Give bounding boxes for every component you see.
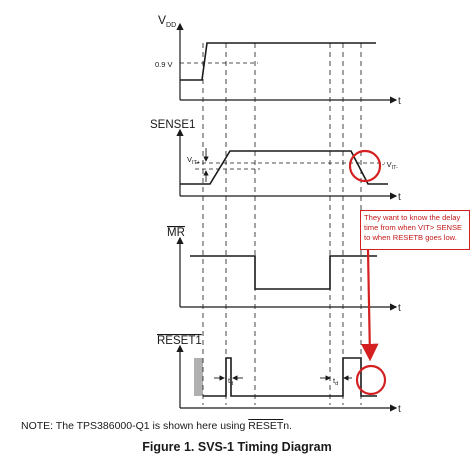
annotation-callout: They want to know the delay time from wh… — [360, 210, 470, 250]
vdd-threshold-label: 0.9 V — [155, 60, 173, 69]
reset1-undefined-region — [194, 358, 203, 396]
event-guides — [202, 43, 362, 405]
annotation — [348, 149, 387, 396]
note-overlined-signal: RESET — [248, 420, 284, 432]
annotation-arrow — [360, 249, 379, 362]
sense1-panel: SENSE1 t VIT+ - VIT- — [150, 119, 401, 203]
sense1-time-label: t — [398, 192, 401, 203]
sense1-waveform — [180, 150, 388, 185]
vdd-waveform — [180, 42, 376, 81]
mr-label: MR — [167, 227, 185, 239]
note-prefix: NOTE: The TPS386000-Q1 is shown here usi… — [21, 420, 249, 432]
note-suffix: n. — [283, 420, 293, 432]
reset-fall-circle — [355, 364, 387, 396]
vdd-label: VDD — [158, 13, 176, 29]
sense-threshold-circle — [348, 149, 382, 183]
td-label-2: td — [333, 376, 338, 387]
reset1-label: RESET1 — [157, 335, 202, 347]
mr-waveform — [190, 255, 377, 290]
sense1-label: SENSE1 — [150, 119, 195, 131]
vdd-panel: VDD 0.9 V t — [155, 13, 401, 107]
figure-caption: Figure 1. SVS-1 Timing Diagram — [142, 440, 332, 454]
td-label-1: td — [228, 376, 233, 387]
reset1-time-label: t — [398, 404, 401, 415]
note-text: NOTE: The TPS386000-Q1 is shown here usi… — [21, 420, 292, 432]
vit-plus-label: VIT+ — [187, 155, 200, 166]
vdd-time-label: t — [398, 96, 401, 107]
vit-minus-label: - VIT- — [382, 160, 398, 171]
mr-panel: MR t — [167, 227, 401, 314]
reset1-panel: RESET1 t td td — [157, 335, 401, 415]
mr-time-label: t — [398, 303, 401, 314]
